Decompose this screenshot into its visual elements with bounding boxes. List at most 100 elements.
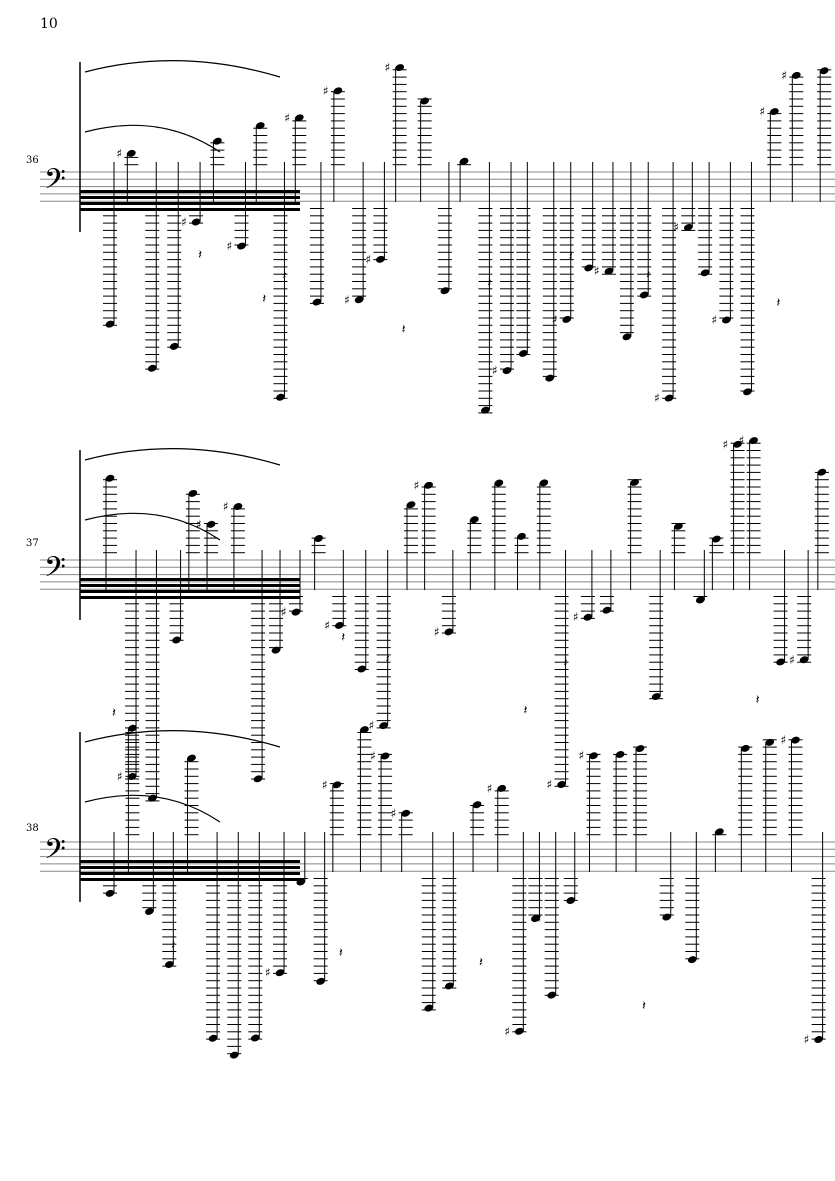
measure-number-36: 36 [26, 155, 39, 166]
notehead [294, 114, 304, 122]
notehead [332, 781, 342, 789]
notehead [188, 489, 198, 497]
rest-icon: 𝄽 [524, 704, 528, 719]
slur [84, 794, 221, 823]
rest-icon: 𝄽 [112, 706, 116, 721]
sharp-icon: ♯ [281, 605, 287, 619]
rest-icon: 𝄽 [646, 268, 650, 283]
sharp-icon: ♯ [226, 239, 232, 253]
page-number: 10 [40, 16, 58, 32]
sharp-icon: ♯ [552, 312, 558, 326]
rest-icon: 𝄽 [262, 292, 266, 307]
notehead [379, 722, 389, 730]
notehead [714, 828, 724, 836]
notehead [711, 535, 721, 543]
measure-number-38: 38 [26, 823, 39, 834]
rest-icon: 𝄽 [339, 946, 343, 961]
notehead [360, 726, 369, 734]
notehead [674, 522, 683, 530]
beam [80, 866, 300, 869]
notehead [459, 157, 469, 165]
notehead [291, 608, 301, 616]
notehead [275, 969, 285, 977]
sharp-icon: ♯ [385, 61, 391, 75]
sharp-icon: ♯ [673, 220, 679, 234]
notehead [602, 606, 612, 614]
notehead [296, 878, 306, 886]
notehead [105, 320, 115, 328]
sharp-icon: ♯ [434, 625, 440, 639]
notehead [472, 801, 482, 809]
sharp-icon: ♯ [223, 500, 229, 514]
notehead [630, 478, 639, 486]
rest-icon: 𝄽 [479, 955, 483, 970]
sharp-icon: ♯ [804, 1032, 810, 1046]
notehead [799, 656, 809, 664]
sharp-icon: ♯ [594, 264, 600, 278]
notehead [271, 646, 281, 654]
notehead [255, 122, 265, 130]
notehead [531, 915, 540, 922]
slur [84, 730, 281, 748]
notehead [276, 393, 285, 401]
slur [84, 124, 221, 153]
rest-icon: 𝄽 [171, 939, 175, 954]
sharp-icon: ♯ [723, 437, 729, 451]
rest-icon: 𝄽 [341, 631, 345, 646]
notehead [147, 364, 157, 372]
sharp-icon: ♯ [789, 653, 795, 667]
notehead [237, 242, 246, 250]
notehead [749, 437, 758, 445]
notehead [481, 406, 490, 414]
sharp-icon: ♯ [116, 146, 122, 160]
notehead [743, 388, 752, 396]
beam [80, 590, 300, 593]
notehead [233, 503, 243, 510]
sharp-icon: ♯ [323, 84, 329, 98]
sharp-icon: ♯ [284, 111, 290, 125]
sharp-icon: ♯ [654, 391, 660, 405]
notehead [191, 218, 201, 226]
slur [84, 448, 281, 466]
notehead [169, 342, 179, 350]
bass-clef-icon: 𝄢 [44, 833, 66, 873]
sharp-icon: ♯ [579, 749, 585, 763]
rest-icon: 𝄽 [537, 912, 541, 927]
sharp-icon: ♯ [196, 517, 202, 531]
notehead [695, 596, 705, 604]
notehead [687, 956, 697, 964]
notehead [683, 223, 693, 231]
beam [80, 584, 300, 587]
notehead [604, 267, 614, 275]
notehead [144, 907, 154, 915]
notehead [333, 87, 343, 95]
beam [80, 878, 300, 881]
notehead [494, 479, 504, 487]
notehead [316, 977, 326, 985]
notehead [765, 738, 775, 746]
notehead [406, 501, 416, 509]
beam [80, 208, 300, 211]
rest-icon: 𝄽 [756, 693, 760, 708]
notehead [250, 1034, 260, 1042]
sharp-icon: ♯ [324, 618, 330, 632]
rest-icon: 𝄽 [402, 323, 406, 338]
sharp-icon: ♯ [504, 1024, 510, 1038]
rest-icon: 𝄽 [642, 999, 646, 1014]
beam [80, 196, 300, 199]
sharp-icon: ♯ [780, 733, 786, 747]
beam [80, 872, 300, 875]
rest-icon: 𝄽 [776, 296, 780, 311]
beam [80, 202, 300, 205]
rest-icon: 𝄽 [569, 250, 573, 265]
sharp-icon: ♯ [487, 781, 493, 795]
sharp-icon: ♯ [369, 719, 375, 733]
sharp-icon: ♯ [547, 777, 553, 791]
beam [80, 190, 300, 193]
slur [84, 60, 281, 78]
sharp-icon: ♯ [781, 68, 787, 82]
sharp-icon: ♯ [711, 313, 717, 327]
notehead [622, 333, 632, 341]
slur [84, 512, 221, 541]
